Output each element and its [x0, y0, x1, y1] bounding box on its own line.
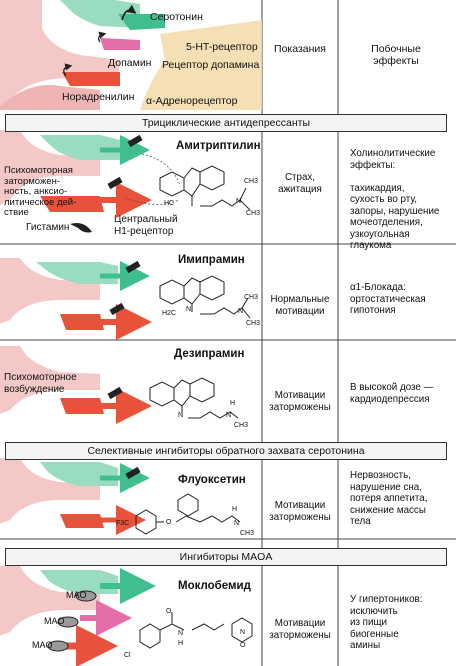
chem-n-d: N: [226, 412, 232, 419]
drug-name-imipramine: Имипрамин: [178, 254, 245, 266]
chem-ch3-i2: CH3: [246, 320, 261, 327]
imipramine-side-effects: α1-Блокада: ортостатическая гипотония: [350, 282, 426, 316]
chem-n-des-ring: N: [178, 412, 184, 419]
chem-n-m2: N: [240, 629, 246, 636]
label-alpha-receptor: α-Адренорецептор: [146, 95, 238, 107]
label-dopamine: Допамин: [108, 57, 152, 69]
moclobemide-structure: [139, 612, 253, 649]
amitriptyline-structure: [159, 165, 251, 211]
moclobemide-indication: Мотивации заторможены: [269, 618, 331, 641]
chem-n-a: N: [236, 198, 242, 205]
chem-cl: Cl: [124, 652, 131, 659]
desipramine-neuron: [0, 346, 152, 424]
chem-o-m2: O: [240, 642, 246, 649]
imipramine-structure: [159, 275, 251, 319]
label-noradrenaline: Норадренилин: [62, 91, 135, 103]
banner-tricyclic: Трициклические антидепрессанты: [5, 114, 447, 132]
desipramine-effect-note: Психомоторное возбуждение: [4, 372, 77, 395]
banner-maoi: Ингибиторы MAOA: [5, 548, 447, 566]
desipramine-indication: Мотивации заторможены: [269, 390, 331, 413]
imipramine-neuron: [0, 258, 152, 340]
chem-o-m: O: [166, 608, 172, 615]
label-5ht-receptor: 5-HT-рецептор: [186, 41, 258, 53]
imipramine-indication: Нормальные мотивации: [270, 294, 330, 317]
drug-name-fluoxetine: Флуоксетин: [178, 474, 246, 486]
chem-o-f: O: [166, 519, 172, 526]
chem-ch3-d: CH3: [234, 422, 249, 429]
chem-h-f: H: [232, 506, 238, 513]
label-mao-1: MAO: [66, 590, 87, 600]
fluoxetine-indication: Мотивации заторможены: [269, 500, 331, 523]
amitriptyline-side-effects: Холинолитические эффекты: тахикардия, су…: [350, 148, 440, 251]
label-h1-receptor: Центральный H1-рецептор: [114, 214, 178, 237]
drug-name-moclobemide: Моклобемид: [178, 580, 251, 592]
drug-name-amitriptyline: Амитриптилин: [176, 140, 261, 152]
chem-n-imi-ring: N: [186, 306, 192, 313]
chem-ch3-f: CH3: [240, 530, 255, 537]
moclobemide-neuron: [0, 566, 156, 666]
chem-ch3-i1: CH3: [244, 294, 259, 301]
desipramine-structure: [149, 377, 239, 419]
label-histamine: Гистамин: [26, 222, 70, 233]
drug-name-desipramine: Дезипрамин: [174, 348, 245, 360]
fluoxetine-neuron: [0, 458, 150, 535]
banner-ssri: Селективные ингибиторы обратного захвата…: [5, 442, 447, 460]
chem-n-m1: N: [178, 630, 184, 637]
amitriptyline-neuron: [0, 130, 181, 233]
fluoxetine-side-effects: Нервозность, нарушение сна, потеря аппет…: [350, 470, 428, 527]
amitriptyline-effect-note: Психомоторная заторможен- ность, анксио-…: [4, 165, 77, 218]
desipramine-side-effects: В высокой дозе — кардиодепрессия: [350, 382, 434, 405]
chem-h-d: H: [230, 400, 236, 407]
fluoxetine-structure: [135, 493, 241, 535]
moclobemide-side-effects: У гипертоников: исключить из пищи биоген…: [350, 594, 423, 651]
chem-ch3-a1: CH3: [244, 178, 259, 185]
chem-h2c: H2C: [162, 310, 177, 317]
header-neuron: [0, 0, 262, 110]
label-serotonin: Серотонин: [150, 11, 203, 23]
amitriptyline-indication: Страх, ажитация: [278, 172, 322, 195]
chem-ch3-a2: CH3: [246, 210, 261, 217]
chem-n-i: N: [238, 308, 244, 315]
column-header-side-effects: Побочные эффекты: [371, 43, 421, 67]
label-mao-3: MAO: [32, 640, 53, 650]
chem-n-f: N: [234, 520, 240, 527]
label-dopamine-receptor: Рецептор допамина: [162, 59, 260, 71]
label-mao-2: MAO: [44, 616, 65, 626]
column-header-indications: Показания: [274, 43, 326, 55]
chem-h-m: H: [178, 640, 184, 647]
chem-cf3: F3C: [116, 520, 130, 527]
chem-hc: HC: [164, 200, 175, 207]
